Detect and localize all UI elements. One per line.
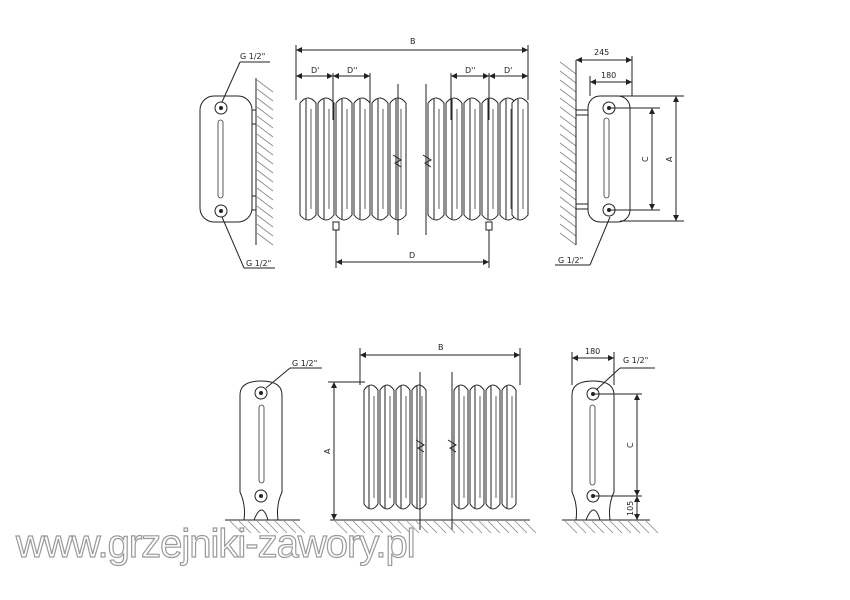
watermark: www.grzejniki-zawory.pl	[15, 522, 415, 566]
connection-size-label: G 1/2"	[246, 259, 271, 268]
bottom-front-view: B A	[323, 343, 530, 530]
radiator-section	[371, 97, 389, 221]
radiator-section	[427, 97, 445, 221]
top-connection-icon	[214, 101, 228, 115]
radiator-section	[395, 384, 411, 510]
dimension-label-d: D	[409, 251, 415, 260]
connection-size-label: G 1/2"	[292, 359, 317, 368]
radiator-section-side	[571, 380, 615, 521]
dimension-label-depth-body: 180	[601, 71, 616, 80]
dimension-label-floor-clearance: 105	[626, 501, 635, 516]
top-front-view: B D' D'' D'' D' D	[295, 37, 529, 268]
radiator-section	[317, 97, 335, 221]
wall-bracket	[251, 109, 257, 125]
dimension-label-d-double-prime: D''	[465, 66, 476, 75]
bottom-side-view-right: 180 G 1/2" C 105	[562, 347, 655, 521]
radiator-section	[481, 97, 499, 221]
radiator-section-side	[239, 380, 283, 521]
dimension-label-c: C	[626, 442, 635, 448]
radiator-section	[299, 97, 317, 221]
radiator-section	[363, 384, 379, 510]
dimension-label-depth: 180	[585, 347, 600, 356]
dimension-label-d-prime: D'	[311, 66, 319, 75]
radiator-section	[511, 97, 529, 221]
radiator-section	[485, 384, 501, 510]
floor-hatch	[229, 520, 659, 534]
radiator-section	[453, 384, 469, 510]
radiator-section	[469, 384, 485, 510]
dimension-label-c: C	[641, 156, 650, 162]
radiator-section	[335, 97, 353, 221]
radiator-sections	[363, 384, 517, 510]
dimension-label-b: B	[410, 37, 416, 46]
top-side-view-left: G 1/2" G 1/2"	[199, 52, 275, 269]
connection-size-label: G 1/2"	[558, 256, 583, 265]
wall-bracket	[251, 195, 257, 211]
wall-hatch	[559, 61, 577, 246]
radiator-section	[445, 97, 463, 221]
dimension-label-a: A	[323, 448, 332, 454]
radiator-sections	[299, 97, 529, 221]
dimension-label-d-double-prime: D''	[347, 66, 358, 75]
bottom-connection-icon	[214, 204, 228, 218]
connection-size-label: G 1/2"	[623, 356, 648, 365]
dimension-label-b: B	[438, 343, 444, 352]
wall-hatch	[256, 79, 274, 246]
radiator-section	[379, 384, 395, 510]
dimension-label-a: A	[665, 156, 674, 162]
radiator-section	[463, 97, 481, 221]
top-side-view-right: 245 180 C A G 1/2"	[555, 48, 684, 266]
radiator-section	[501, 384, 517, 510]
connection-size-label: G 1/2"	[240, 52, 265, 61]
radiator-section-side	[199, 95, 253, 223]
radiator-section	[353, 97, 371, 221]
bottom-side-view-left: G 1/2"	[225, 359, 322, 521]
dimension-label-depth-total: 245	[594, 48, 609, 57]
dimension-label-d-prime: D'	[504, 66, 512, 75]
